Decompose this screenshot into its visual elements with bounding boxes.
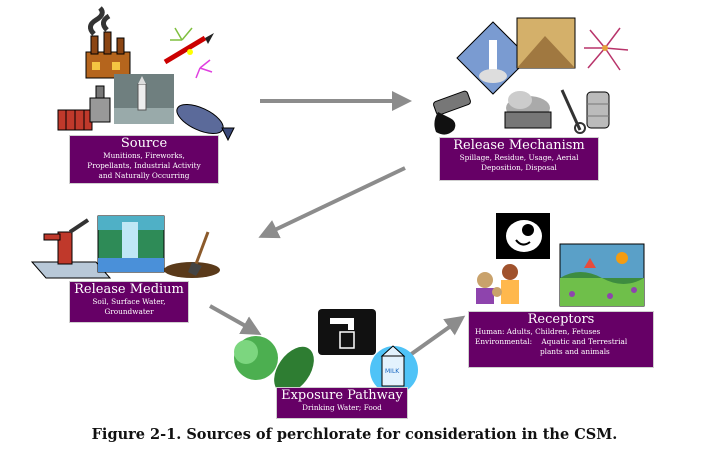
release-mechanism-desc-line-1: Spillage, Residue, Usage, Aerial bbox=[459, 153, 579, 162]
exposure-pathway-title: Exposure Pathway bbox=[281, 388, 403, 403]
arrow-release-mechanism-to-release-medium bbox=[258, 166, 406, 239]
lettuce-icon bbox=[234, 336, 314, 394]
release-mechanism-box: Release Mechanism Spillage, Residue, Usa… bbox=[439, 137, 599, 181]
waterfall-icon bbox=[97, 215, 165, 273]
explosion-icon bbox=[504, 91, 552, 129]
source-desc-line-2: Propellants, Industrial Activity bbox=[87, 161, 201, 170]
nature-scene-icon bbox=[559, 243, 645, 307]
source-desc-line-3: and Naturally Occurring bbox=[98, 171, 190, 180]
arrow-release-medium-to-exposure bbox=[209, 304, 262, 335]
family-icon bbox=[476, 264, 519, 304]
receptors-desc-line-1: Human: Adults, Children, Fetuses bbox=[475, 327, 601, 336]
receptors-box: Receptors Human: Adults, Children, Fetus… bbox=[468, 311, 654, 368]
figure-caption: Figure 2-1. Sources of perchlorate for c… bbox=[91, 426, 618, 443]
release-medium-desc-line-1: Soil, Surface Water, bbox=[92, 297, 166, 306]
rocket-launch-icon bbox=[114, 74, 174, 124]
source-desc-line-1: Munitions, Fireworks, bbox=[103, 151, 185, 160]
water-pump-icon bbox=[30, 218, 112, 279]
source-box: Source Munitions, Fireworks, Propellants… bbox=[69, 135, 219, 184]
oil-spill-icon bbox=[433, 90, 471, 135]
cannon-icon bbox=[89, 85, 111, 123]
receptors-desc-line-2: Environmental: Aquatic and Terrestrial bbox=[475, 337, 628, 346]
release-medium-box: Release Medium Soil, Surface Water, Grou… bbox=[69, 281, 189, 323]
receptors-title: Receptors bbox=[527, 312, 595, 327]
exposure-pathway-desc-line-1: Drinking Water; Food bbox=[302, 403, 382, 412]
arrow-exposure-to-receptors bbox=[408, 315, 466, 357]
barrel-cart-icon bbox=[560, 89, 610, 134]
shovel-icon bbox=[164, 231, 220, 278]
rocket-launch-icon bbox=[456, 21, 530, 95]
dynamite-icon bbox=[57, 109, 93, 131]
receptors-desc-line-3: plants and animals bbox=[475, 347, 610, 356]
bomb-icon bbox=[176, 103, 235, 142]
faucet-glass-icon bbox=[318, 309, 376, 355]
release-medium-desc-line-2: Groundwater bbox=[104, 307, 154, 316]
factory-icon bbox=[85, 6, 131, 79]
source-title: Source bbox=[120, 136, 168, 151]
release-medium-title: Release Medium bbox=[74, 282, 184, 297]
milk-label: MILK bbox=[385, 368, 400, 375]
firework-rocket-icon bbox=[163, 27, 214, 79]
milk-carton-icon: MILK bbox=[370, 345, 418, 394]
mine-icon bbox=[516, 17, 576, 69]
release-mechanism-desc-line-2: Deposition, Disposal bbox=[481, 163, 557, 172]
explosion-icon bbox=[584, 27, 629, 71]
exposure-pathway-box: Exposure Pathway Drinking Water; Food bbox=[276, 387, 408, 419]
release-mechanism-title: Release Mechanism bbox=[453, 138, 585, 153]
fetus-icon bbox=[496, 213, 550, 259]
